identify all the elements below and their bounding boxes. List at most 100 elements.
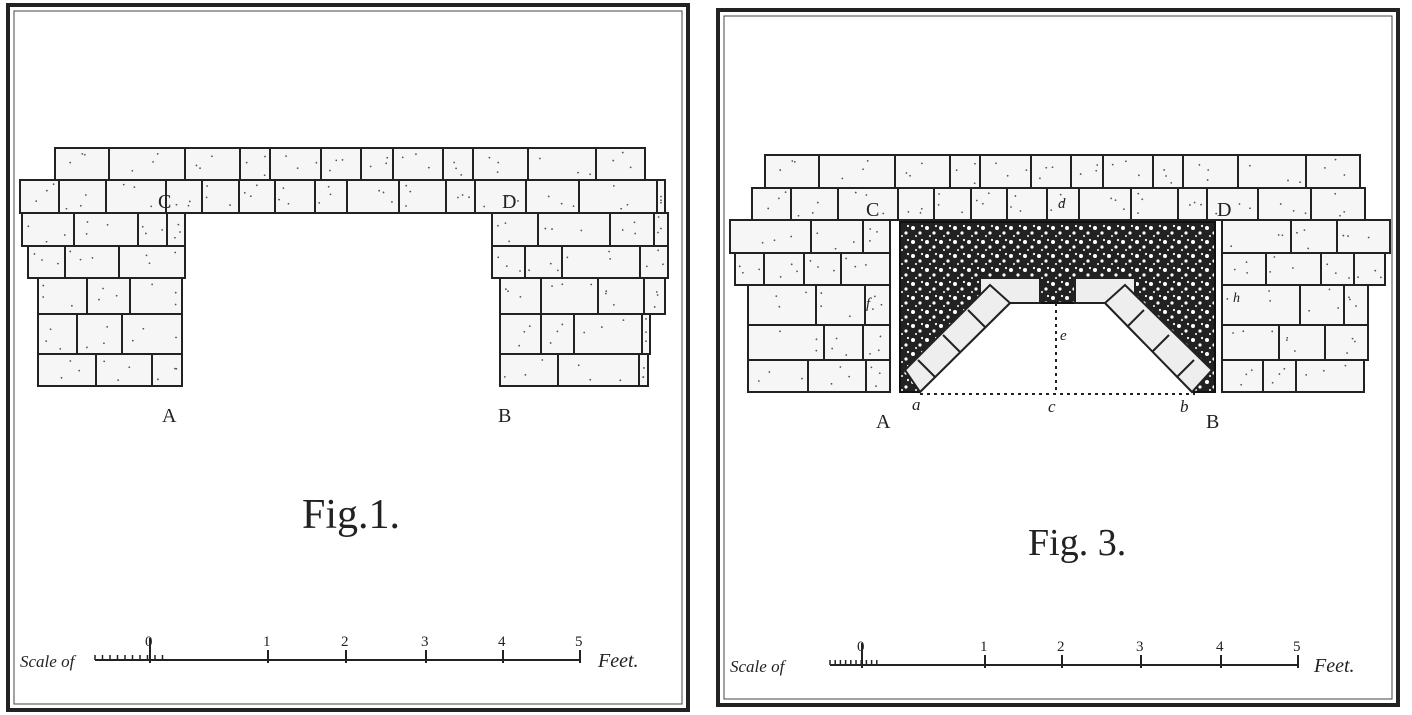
stone-texture — [81, 152, 84, 155]
stone-texture — [45, 340, 48, 343]
stone-block — [76, 313, 123, 355]
stone-block — [747, 359, 809, 393]
stone-texture — [488, 156, 491, 159]
stone-texture — [820, 305, 823, 308]
stone-texture — [296, 167, 299, 170]
stone-texture — [961, 211, 963, 214]
stone-block — [609, 212, 655, 247]
stone-block — [1030, 154, 1072, 189]
stone-texture — [27, 225, 30, 228]
stone-block — [201, 179, 240, 214]
stone-texture — [35, 200, 38, 203]
label-b: b — [1180, 397, 1189, 416]
stone-texture — [811, 212, 814, 214]
stone-texture — [455, 167, 457, 170]
stone-texture — [1303, 229, 1306, 231]
stone-texture — [517, 200, 519, 202]
stone-texture — [645, 331, 647, 334]
stone-texture — [845, 257, 848, 260]
stone-block — [525, 179, 580, 214]
stone-block — [1070, 154, 1104, 189]
stone-block — [445, 179, 476, 214]
stone-texture — [229, 204, 231, 206]
stone-texture — [453, 161, 456, 164]
stone-texture — [79, 258, 82, 261]
stone-block — [751, 187, 792, 221]
stone-texture — [590, 283, 593, 286]
stone-block — [1320, 252, 1355, 286]
stone-texture — [645, 340, 647, 343]
stone-texture — [995, 162, 997, 165]
stone-texture — [45, 189, 48, 192]
stone-texture — [820, 292, 823, 294]
stone-texture — [1233, 268, 1236, 271]
stone-texture — [852, 241, 855, 243]
stone-texture — [1348, 296, 1350, 299]
stone-block — [1221, 359, 1264, 393]
stone-texture — [506, 195, 509, 198]
stone-block — [641, 313, 651, 355]
stone-texture — [551, 228, 553, 230]
stone-texture — [1334, 158, 1337, 161]
stone-texture — [1287, 179, 1289, 182]
stone-texture — [179, 231, 181, 233]
scale-tick-label: 2 — [341, 634, 349, 650]
stone-texture — [174, 303, 177, 306]
stone-texture — [1322, 369, 1325, 372]
stone-texture — [1374, 269, 1377, 272]
stone-texture — [937, 203, 940, 206]
stone-texture — [33, 253, 36, 255]
figure-3-panel: C D A B a c b d e f h Fig. 3. Scale of F… — [716, 8, 1400, 707]
stone-texture — [1326, 263, 1329, 266]
stone-block — [64, 245, 120, 279]
label-D: D — [502, 191, 516, 213]
stone-block — [108, 147, 186, 181]
stone-texture — [1050, 209, 1053, 212]
stone-texture — [1245, 261, 1248, 264]
stone-texture — [866, 160, 869, 162]
stone-texture — [938, 193, 940, 195]
stone-texture — [523, 330, 526, 333]
scale-tick-label: 4 — [1216, 639, 1224, 655]
stone-texture — [604, 292, 607, 295]
stone-texture — [1334, 192, 1337, 195]
stone-block — [37, 313, 78, 355]
stone-texture — [151, 283, 154, 286]
stone-block — [184, 147, 241, 181]
stone-texture — [1059, 193, 1062, 196]
stone-texture — [63, 234, 66, 236]
stone-texture — [1141, 198, 1144, 201]
stone-texture — [144, 232, 147, 235]
stone-block — [729, 219, 812, 254]
stone-block — [269, 147, 322, 181]
stone-texture — [1353, 340, 1356, 343]
stone-block — [524, 245, 563, 279]
stone-texture — [805, 291, 807, 294]
stone-texture — [1137, 212, 1139, 215]
stone-block — [314, 179, 348, 214]
stone-texture — [45, 240, 48, 243]
stone-texture — [660, 199, 662, 202]
stone-texture — [1226, 298, 1229, 300]
stone-texture — [1347, 235, 1349, 237]
stone-texture — [1114, 199, 1117, 202]
stone-block — [491, 212, 539, 247]
stone-texture — [1273, 256, 1276, 258]
stone-texture — [391, 201, 393, 203]
stone-texture — [497, 256, 500, 259]
stone-texture — [609, 257, 612, 260]
stone-texture — [793, 160, 796, 163]
stone-texture — [865, 264, 867, 266]
stone-texture — [619, 379, 622, 382]
stone-texture — [128, 366, 131, 369]
stone-texture — [1346, 352, 1348, 354]
stone-texture — [205, 196, 208, 199]
stone-texture — [620, 207, 623, 210]
stone-block — [1221, 252, 1267, 286]
stone-texture — [642, 367, 645, 369]
stone-texture — [815, 338, 818, 341]
stone-texture — [148, 262, 151, 265]
stone-texture — [69, 360, 72, 362]
stone-texture — [1242, 330, 1245, 333]
